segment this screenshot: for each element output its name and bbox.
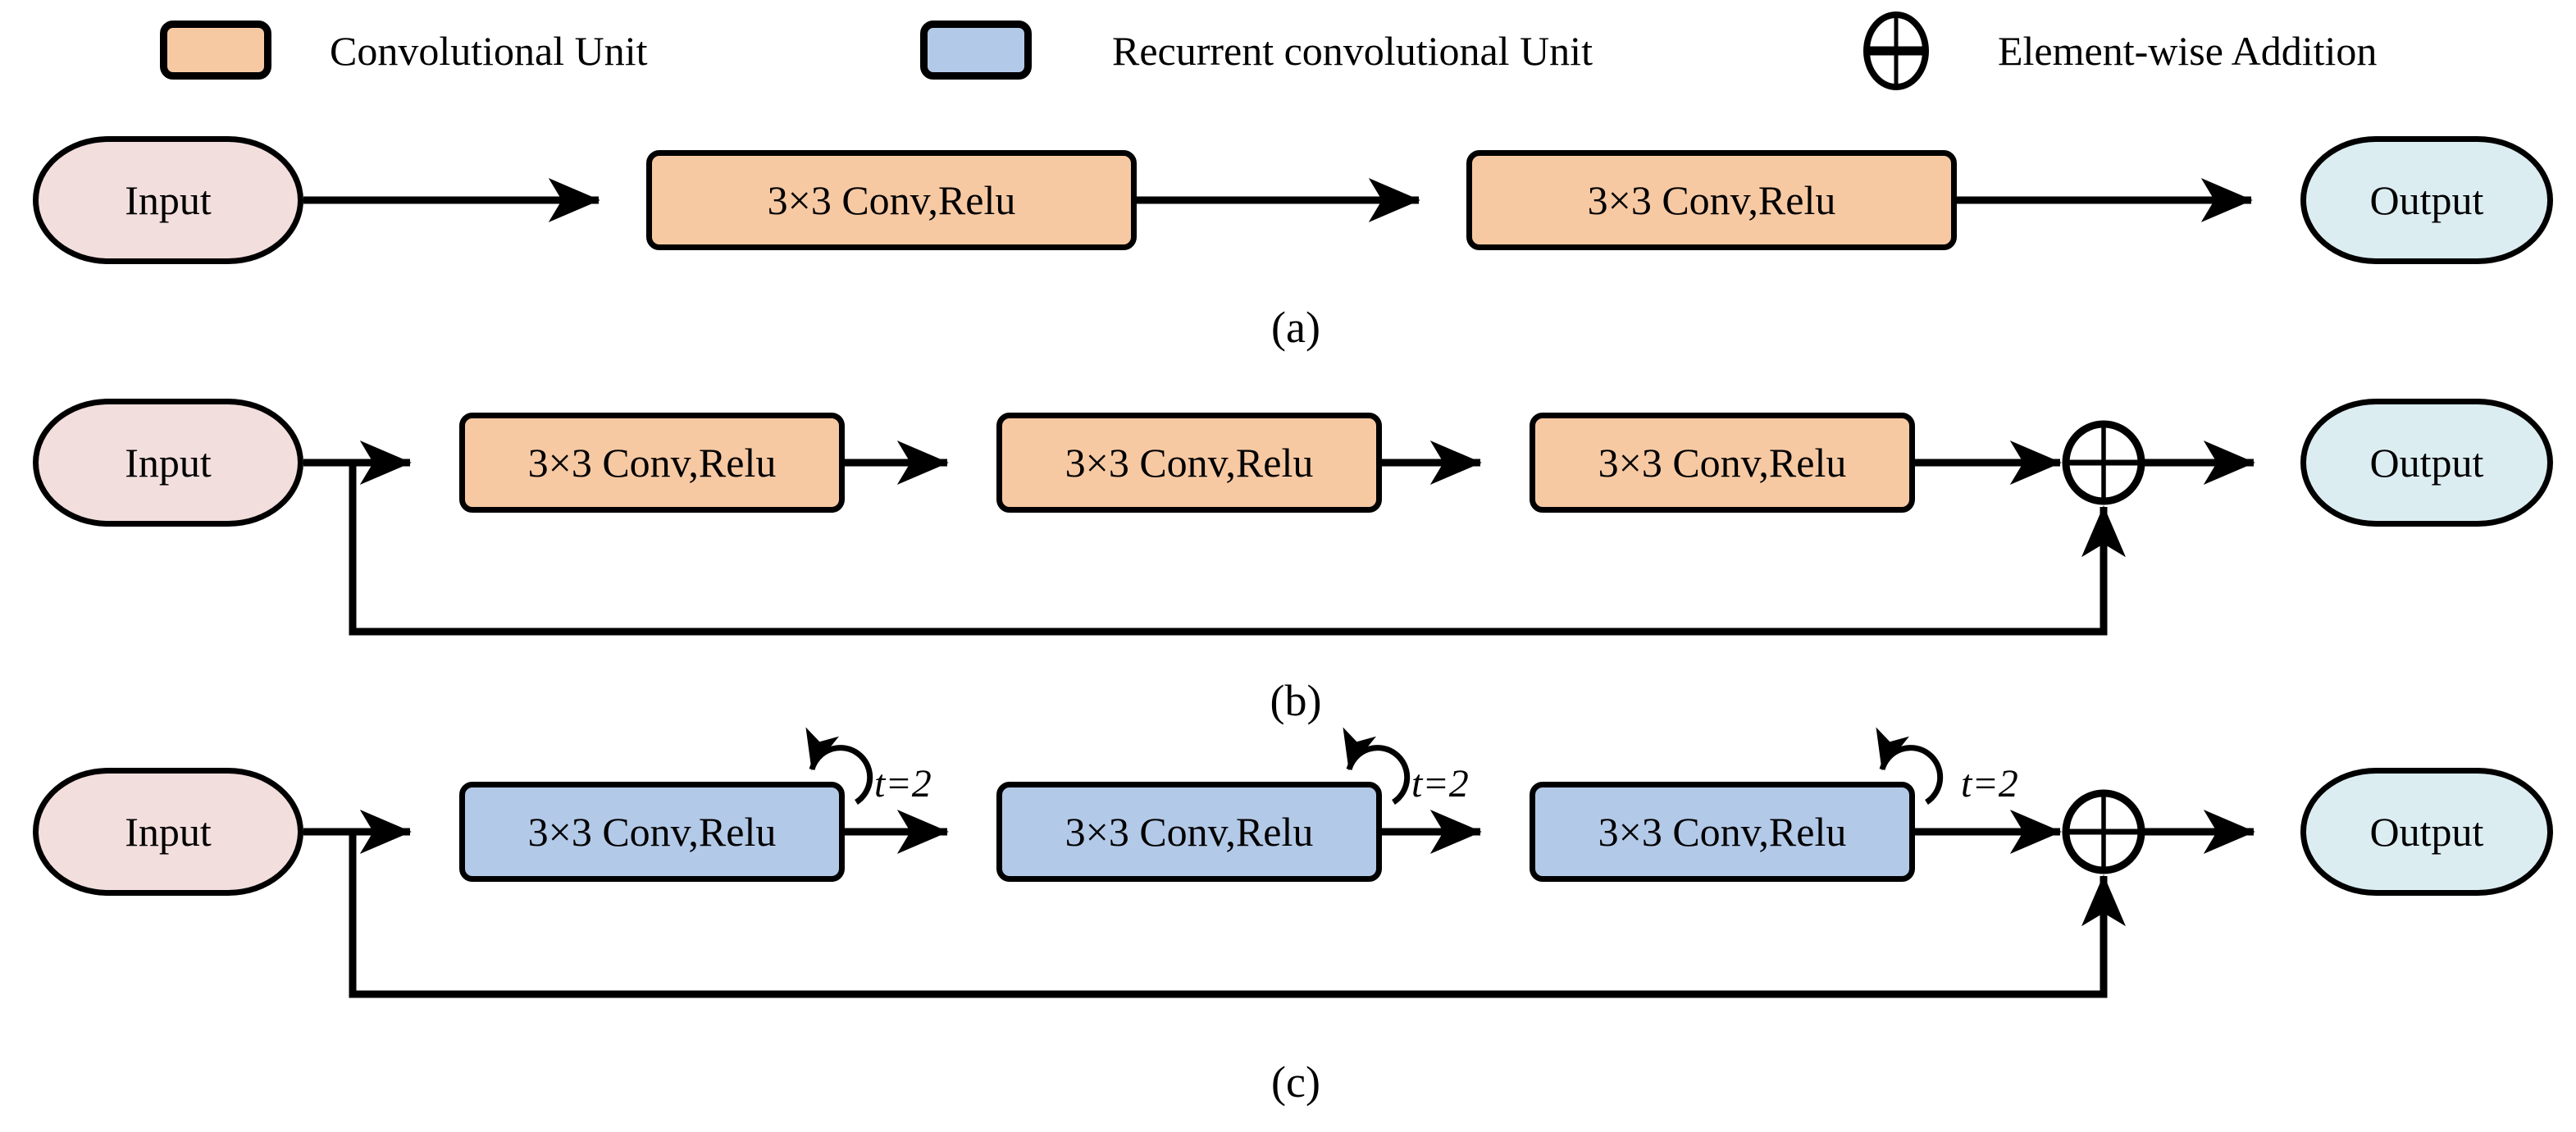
row-b-add-circle bbox=[2062, 420, 2145, 505]
recurrence-t-label-3: t=2 bbox=[1961, 762, 2018, 806]
row-c-recurrent-box-2: 3×3 Conv,Relu bbox=[996, 782, 1382, 882]
row-b-caption: (b) bbox=[1270, 676, 1322, 725]
row-a-conv-box-2: 3×3 Conv,Relu bbox=[1466, 150, 1957, 250]
legend-label-conv: Convolutional Unit bbox=[330, 28, 648, 74]
row-a-conv-box-1: 3×3 Conv,Relu bbox=[646, 150, 1137, 250]
row-c-caption: (c) bbox=[1271, 1057, 1320, 1107]
row-b-output-node: Output bbox=[2300, 399, 2553, 527]
row-a-input-node: Input bbox=[33, 136, 303, 264]
row-c-recurrent-box-1: 3×3 Conv,Relu bbox=[459, 782, 845, 882]
legend-label-recurrent: Recurrent convolutional Unit bbox=[1112, 28, 1593, 74]
row-b-input-node: Input bbox=[33, 399, 303, 527]
plus-circle-icon bbox=[1863, 11, 1929, 90]
row-b-conv-box-2: 3×3 Conv,Relu bbox=[996, 413, 1382, 513]
row-c-recurrent-box-3: 3×3 Conv,Relu bbox=[1530, 782, 1915, 882]
legend-label-addition: Element-wise Addition bbox=[1998, 28, 2378, 74]
recurrence-t-label-1: t=2 bbox=[874, 762, 932, 806]
conv-unit-swatch bbox=[160, 21, 271, 80]
row-c-input-node: Input bbox=[33, 768, 303, 896]
row-a-caption: (a) bbox=[1271, 303, 1320, 352]
row-b-conv-box-3: 3×3 Conv,Relu bbox=[1530, 413, 1915, 513]
recurrence-t-label-2: t=2 bbox=[1411, 762, 1469, 806]
row-c-add-circle bbox=[2062, 789, 2145, 874]
recurrent-unit-swatch bbox=[920, 21, 1032, 80]
row-a-output-node: Output bbox=[2300, 136, 2553, 264]
row-c-output-node: Output bbox=[2300, 768, 2553, 896]
row-b-conv-box-1: 3×3 Conv,Relu bbox=[459, 413, 845, 513]
